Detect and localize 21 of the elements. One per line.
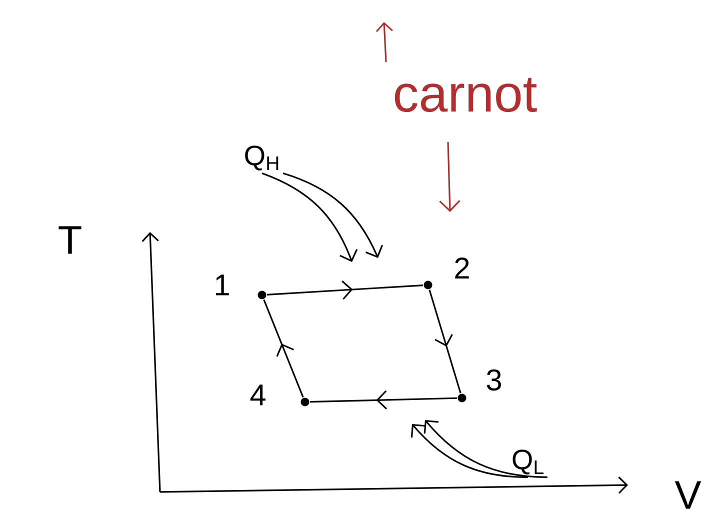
axis-label: V [674, 481, 702, 509]
state-point: 2 [424, 258, 469, 290]
heat-arrow [410, 424, 528, 478]
process-line [428, 290, 462, 394]
process-line [310, 390, 457, 410]
state-point: 4 [250, 384, 310, 406]
heat-arrow [262, 172, 358, 262]
node-label: 4 [250, 384, 266, 406]
axis-label: T [58, 226, 82, 254]
process-line [267, 280, 424, 300]
node-label: 2 [455, 258, 469, 278]
node-label: 1 [216, 274, 229, 296]
process-line [263, 299, 304, 398]
title-label: carnot [394, 78, 537, 112]
state-point: 3 [458, 369, 502, 402]
state-point: 1 [216, 274, 266, 300]
quantity-label: Q$_{L}$ [512, 450, 544, 474]
node-label: 3 [486, 369, 502, 391]
quantity-label: Q$_{H}$ [245, 146, 278, 170]
heat-arrow [282, 172, 384, 258]
heat-arrow [424, 420, 548, 478]
